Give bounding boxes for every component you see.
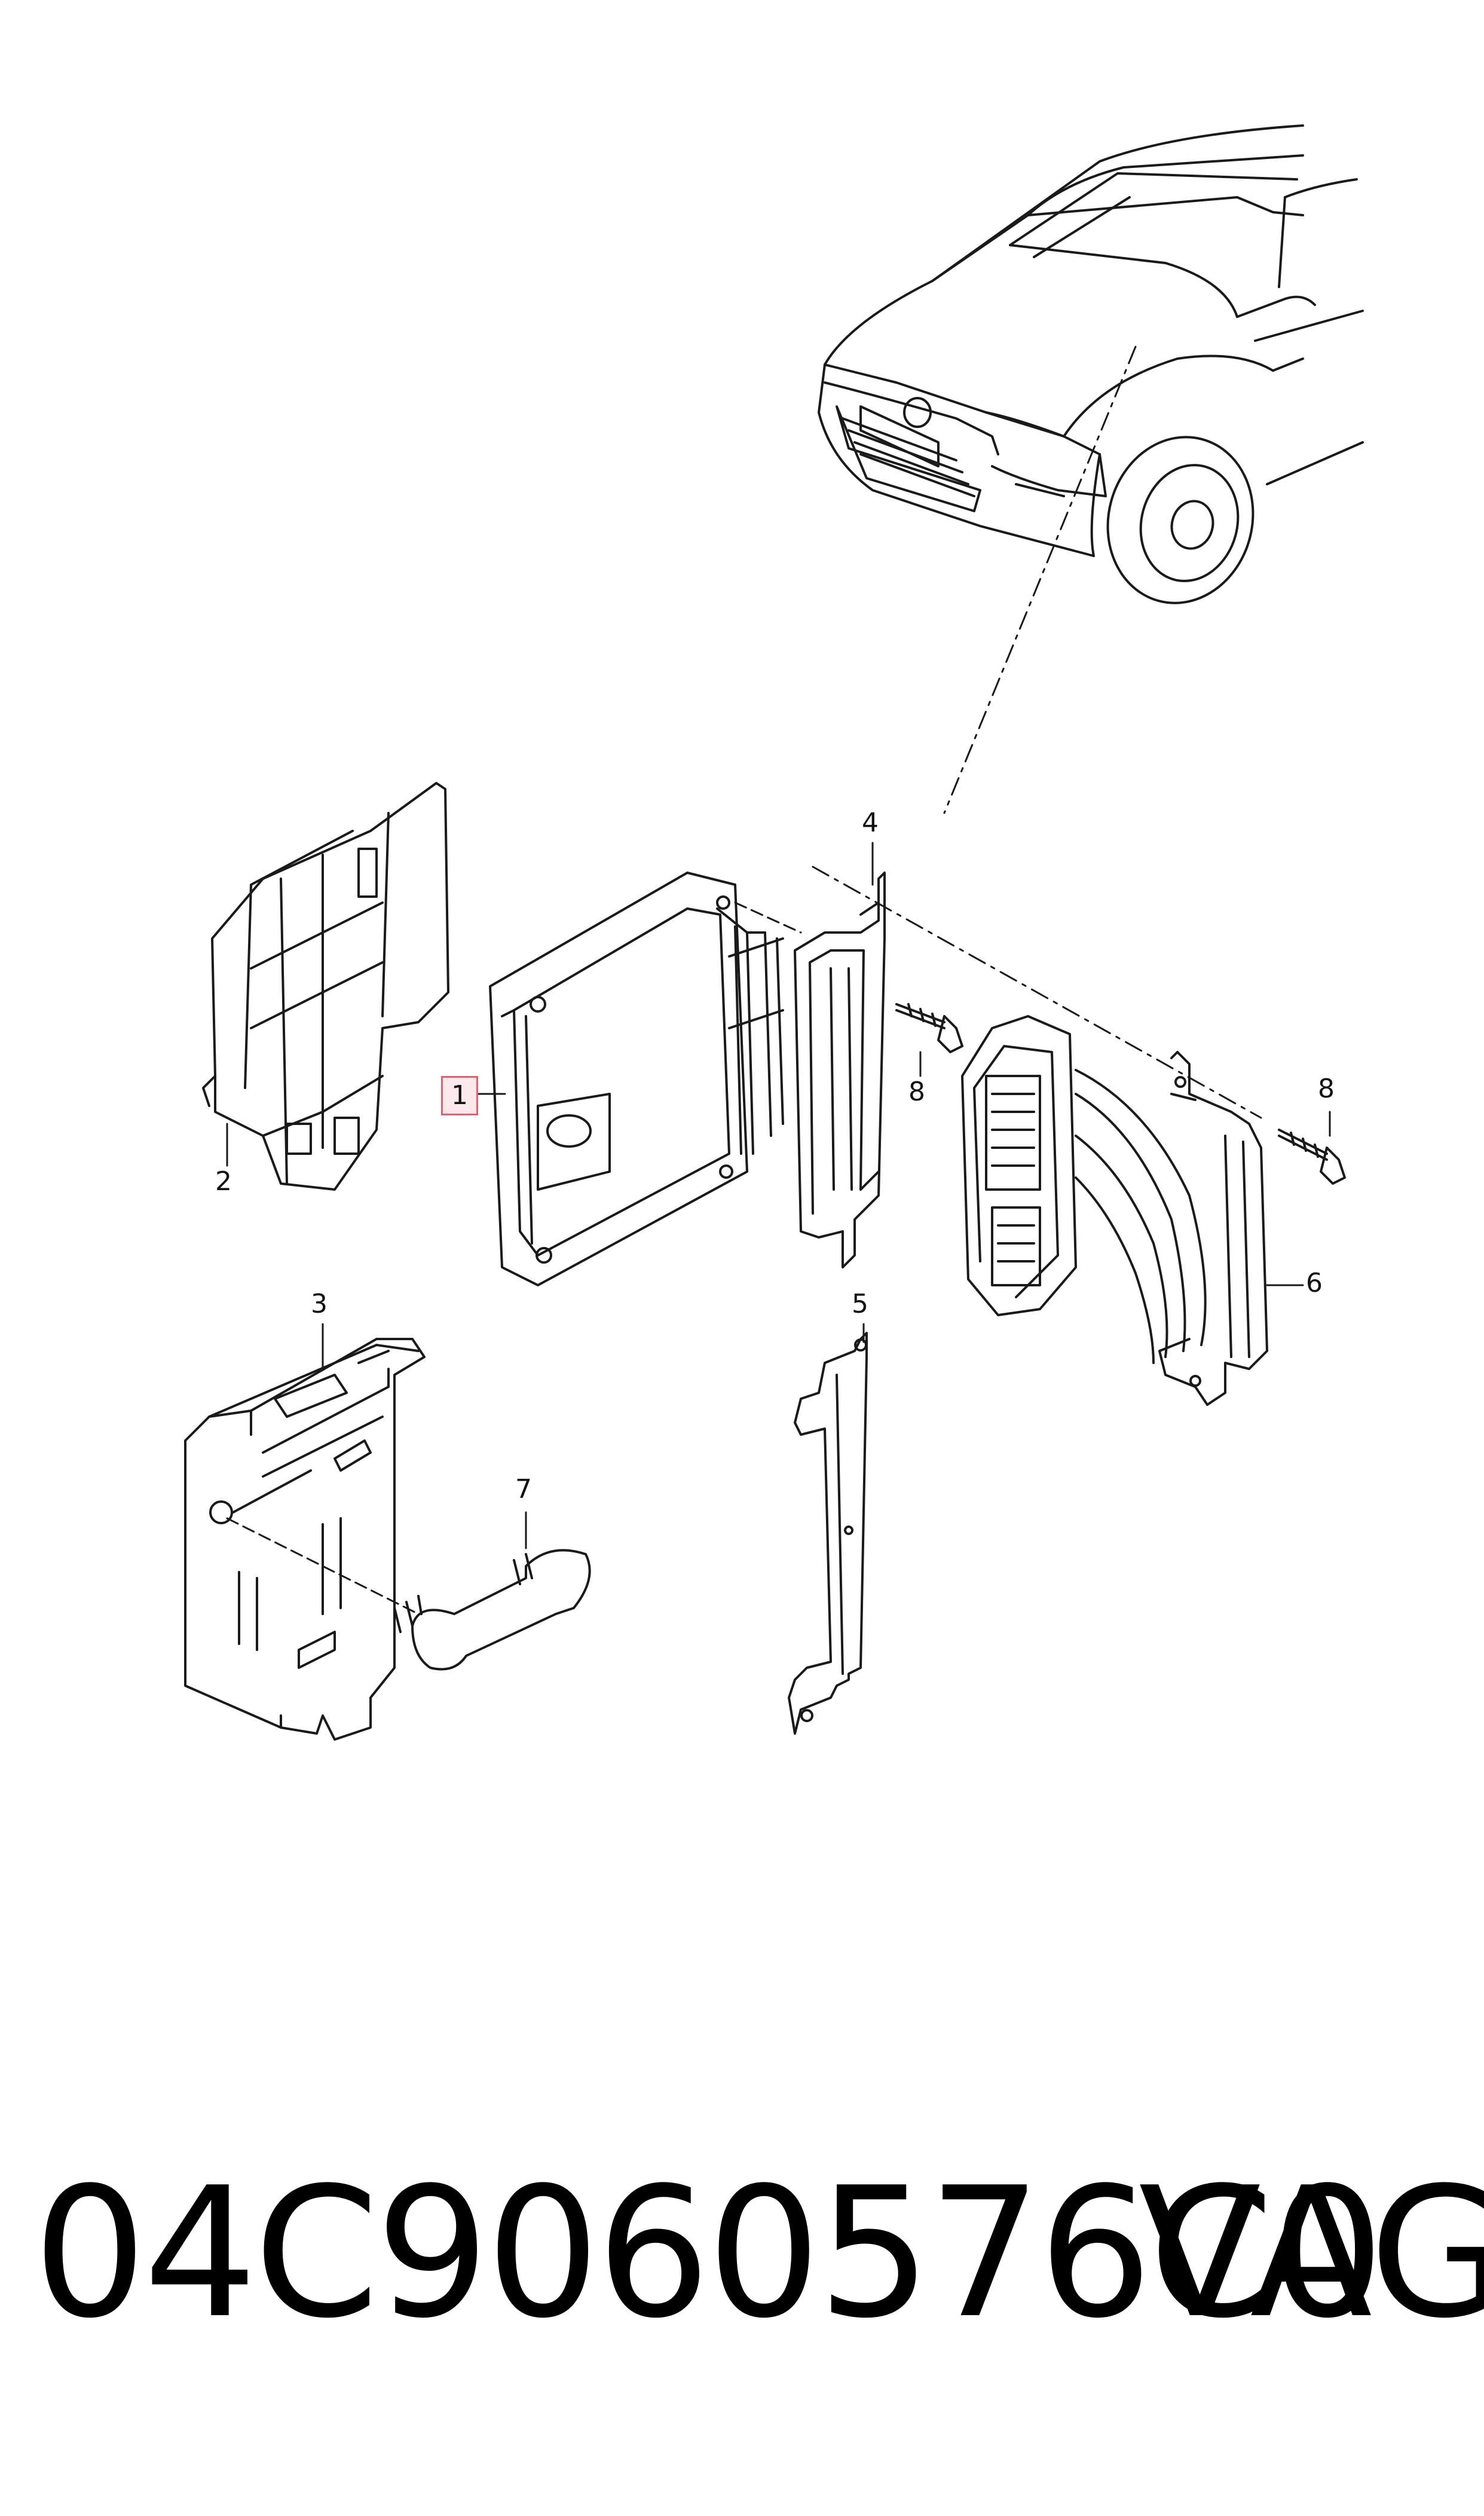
callout-6: 6 (1306, 1268, 1323, 1298)
callout-8-right: 8 (1318, 1074, 1335, 1104)
callout-5: 5 (852, 1289, 868, 1319)
part-1-control-unit (490, 873, 783, 1285)
vehicle-illustration (819, 126, 1363, 619)
leader-line-ecu (735, 903, 801, 933)
leader-line-car (944, 347, 1136, 813)
callout-2: 2 (215, 1166, 232, 1197)
callout-8-left: 8 (908, 1077, 925, 1107)
callout-1: 1 (441, 1076, 478, 1115)
exploded-parts-diagram: 1 2 3 4 5 6 7 8 8 (0, 0, 1484, 2032)
leader-line-frame (813, 867, 1261, 1118)
part-2-bracket (203, 783, 448, 1190)
wiring-harness-connector (962, 1016, 1205, 1363)
part-8-bolt-right (1279, 1130, 1345, 1184)
callout-7: 7 (515, 1474, 532, 1505)
part-number-label: 04C9060576C0 (33, 2149, 1385, 2358)
callout-4: 4 (862, 808, 879, 838)
part-4-frame (795, 873, 885, 1267)
part-6-bracket (1159, 1052, 1267, 1405)
leader-line-plate (227, 1518, 418, 1614)
brand-label: VAG (1139, 2149, 1484, 2358)
part-8-bolt-left (896, 1004, 962, 1052)
part-7-key-tool (394, 1550, 590, 1669)
part-3-plate (185, 1339, 424, 1740)
part-5-strip (789, 1333, 867, 1734)
callout-3: 3 (311, 1289, 328, 1319)
